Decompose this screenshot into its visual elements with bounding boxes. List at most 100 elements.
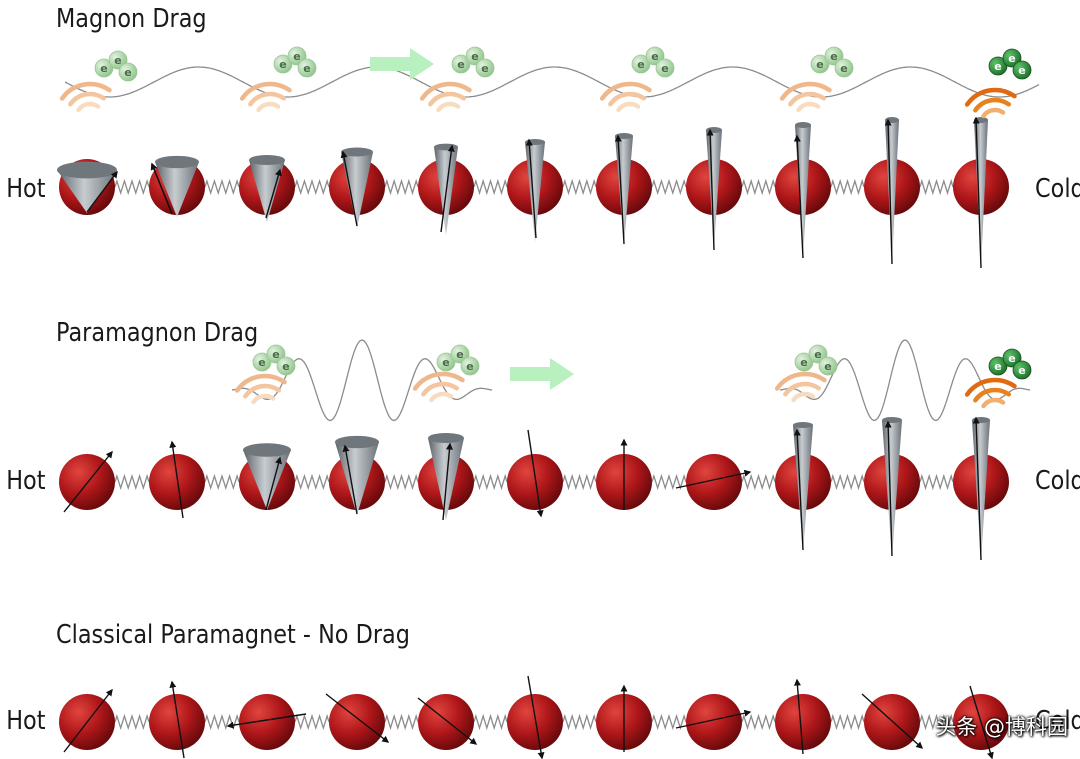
spin-arrow (527, 429, 544, 518)
atom (59, 454, 115, 510)
svg-text:e: e (457, 58, 464, 71)
precession-cone (57, 161, 117, 213)
svg-text:e: e (840, 62, 847, 75)
spring (294, 473, 330, 491)
spring (562, 473, 597, 491)
spin-arrow (614, 134, 625, 245)
svg-text:e: e (456, 348, 463, 361)
spring (651, 713, 687, 731)
watermark: 头条 @博科园 (935, 715, 1068, 739)
svg-text:e: e (1018, 64, 1025, 77)
svg-text:e: e (481, 62, 488, 75)
spin-arrow (265, 168, 282, 219)
spring (830, 713, 865, 731)
spin-arrow (226, 713, 307, 729)
svg-text:e: e (282, 360, 289, 373)
svg-text:e: e (994, 60, 1001, 73)
atom (686, 694, 742, 750)
paramagnon-wave-packet (779, 339, 1031, 422)
magnon-wavefront (774, 371, 827, 403)
spring (473, 178, 508, 196)
spin-arrow (793, 428, 804, 551)
atom (507, 454, 563, 510)
spring (294, 713, 330, 731)
propagation-arrow (510, 358, 574, 390)
atom (775, 694, 831, 750)
precession-cone (795, 122, 811, 257)
electron-cluster: eee (988, 48, 1032, 80)
spring (830, 178, 865, 196)
spin-arrow (525, 138, 537, 239)
spin-arrow (340, 150, 358, 227)
svg-text:e: e (637, 58, 644, 71)
atom (418, 694, 474, 750)
spring (562, 178, 597, 196)
svg-text:e: e (442, 356, 449, 369)
svg-text:e: e (814, 348, 821, 361)
precession-cone (155, 155, 199, 217)
svg-text:e: e (114, 54, 121, 67)
spring (919, 713, 954, 731)
spring (204, 178, 240, 196)
spin-arrow (793, 678, 804, 755)
propagation-arrow (370, 48, 434, 80)
magnon-wavefront (964, 87, 1017, 119)
svg-text:e: e (279, 58, 286, 71)
svg-text:e: e (800, 356, 807, 369)
spring (384, 473, 419, 491)
spin-arrow (969, 685, 994, 759)
cold-label: Cold (1035, 174, 1080, 204)
spin-arrow (675, 469, 752, 489)
electron-cluster: eee (988, 348, 1032, 380)
electron-cluster: eee (94, 50, 138, 82)
svg-text:e: e (816, 58, 823, 71)
spring (651, 473, 687, 491)
spin-arrow (342, 444, 358, 515)
electron-cluster: eee (794, 344, 838, 376)
hot-label: Hot (6, 706, 46, 736)
svg-text:e: e (830, 50, 837, 63)
precession-cone (428, 432, 464, 520)
magnon-wave (64, 66, 1040, 98)
atom (239, 694, 295, 750)
magnon-wavefront (59, 81, 112, 113)
magnon-wavefront (234, 373, 287, 405)
electron-cluster: eee (252, 344, 296, 376)
svg-text:e: e (651, 50, 658, 63)
spin-arrow (793, 134, 804, 259)
spin-arrow (325, 693, 390, 743)
svg-text:e: e (1008, 352, 1015, 365)
paramagnon-drag-title: Paramagnon Drag (56, 318, 259, 348)
atom (149, 454, 205, 510)
cold-label: Cold (1035, 706, 1080, 736)
svg-text:e: e (661, 62, 668, 75)
spring (114, 473, 150, 491)
spring (204, 473, 240, 491)
cold-label: Cold (1035, 466, 1080, 496)
spin-arrow (440, 144, 455, 233)
electron-cluster: eee (451, 46, 495, 78)
spin-arrow (265, 456, 282, 511)
magnon-wavefront (599, 81, 652, 113)
spring (741, 473, 776, 491)
atom (686, 454, 742, 510)
svg-text:e: e (824, 360, 831, 373)
magnon-wavefront (419, 81, 472, 113)
spin-arrow (169, 440, 184, 519)
spring (473, 473, 508, 491)
electron-cluster: eee (631, 46, 675, 78)
spring (830, 473, 865, 491)
hot-label: Hot (6, 466, 46, 496)
electron-cluster: eee (810, 46, 854, 78)
spring (919, 178, 954, 196)
spin-arrow (884, 420, 893, 557)
precession-cone (341, 147, 373, 228)
spin-arrow (675, 709, 752, 729)
classical-paramagnet-title: Classical Paramagnet - No Drag (56, 620, 410, 650)
svg-text:e: e (100, 62, 107, 75)
atom (149, 694, 205, 750)
magnon-drag-title: Magnon Drag (56, 4, 207, 34)
spin-arrow (150, 162, 173, 215)
